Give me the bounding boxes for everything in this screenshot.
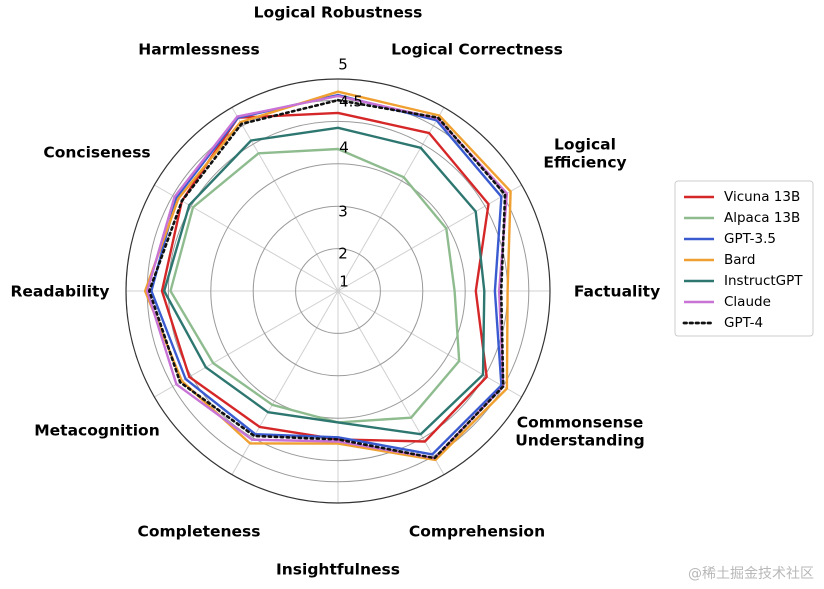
axis-label: Conciseness: [43, 144, 150, 162]
grid-ring: [210, 163, 466, 419]
series-line-alpaca-13b: [169, 147, 461, 424]
legend-label: Alpaca 13B: [724, 210, 800, 226]
axis-label: Logical Correctness: [391, 41, 563, 59]
outer-ring: [125, 78, 551, 504]
watermark: @稀土掘金技术社区: [688, 566, 814, 582]
series-line-bard: [143, 90, 512, 462]
legend-label: Claude: [724, 294, 771, 310]
grid-ring: [252, 205, 424, 377]
spoke-line: [337, 290, 522, 398]
series-line-instructgpt: [162, 126, 486, 436]
r-tick-label: 4: [339, 139, 349, 157]
r-tick-label: 4.5: [339, 93, 363, 111]
legend-label: Bard: [724, 252, 755, 268]
legend-label: GPT-3.5: [724, 231, 776, 247]
series-line-claude: [145, 94, 509, 460]
legend-label: InstructGPT: [724, 273, 803, 289]
axis-label: Comprehension: [409, 523, 545, 541]
spoke-line: [337, 107, 445, 292]
axis-label: Readability: [10, 283, 109, 301]
axis-label: Metacognition: [34, 422, 160, 440]
spoke-line: [154, 184, 339, 292]
legend-box: [674, 180, 814, 337]
axis-label: Completeness: [137, 523, 260, 541]
spoke-line: [337, 290, 445, 475]
series-group: [143, 90, 512, 462]
axis-label: Insightfulness: [276, 561, 400, 579]
axis-label: Logical Robustness: [254, 4, 423, 22]
r-tick-label: 3: [338, 203, 348, 221]
axis-label: Factuality: [574, 283, 660, 301]
axis-label: Harmlessness: [138, 41, 260, 59]
r-tick-label: 2: [338, 245, 348, 263]
legend: Vicuna 13B Alpaca 13B GPT-3.5BardInstructG…: [674, 180, 814, 337]
r-tick-label: 5: [338, 56, 348, 74]
spoke-line: [231, 107, 339, 292]
legend-label: GPT-4: [724, 315, 763, 331]
radial-ticks: 1 2 3 4 4.5 5: [338, 56, 363, 291]
legend-label: Vicuna 13B: [724, 189, 800, 205]
series-line-gpt-3-5: [150, 93, 503, 456]
r-tick-label: 1: [339, 273, 349, 291]
grid-ring: [295, 248, 381, 334]
series-line-gpt-4: [148, 98, 507, 460]
spoke-line: [337, 184, 522, 292]
spoke-line: [231, 290, 339, 475]
